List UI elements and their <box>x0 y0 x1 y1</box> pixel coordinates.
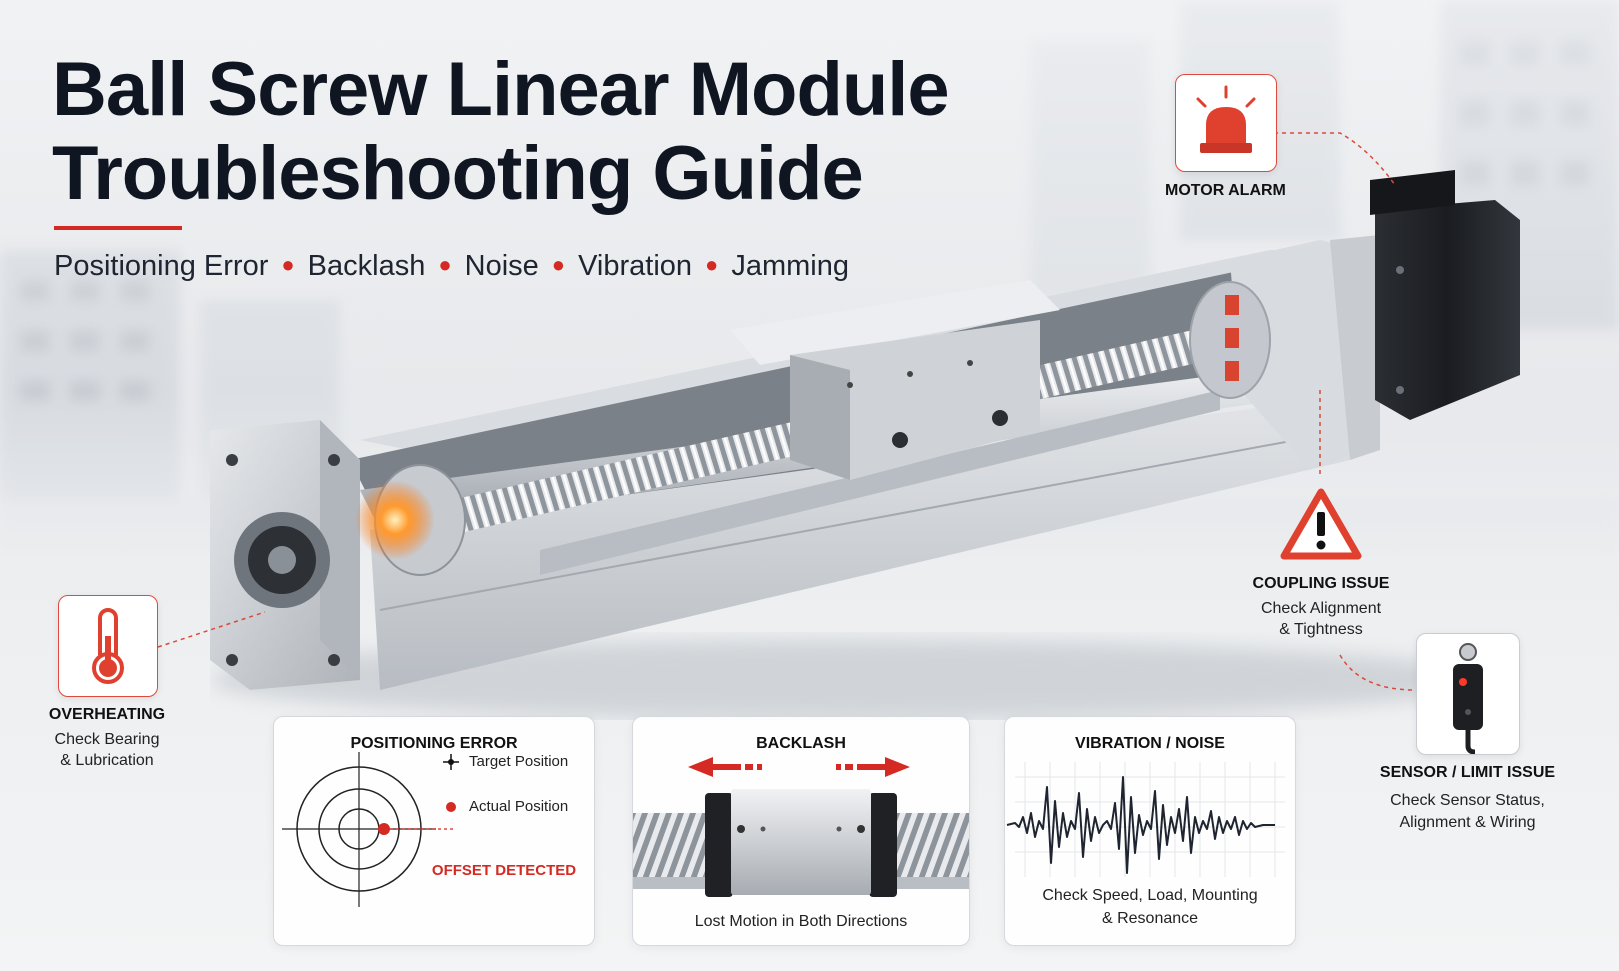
sensor-issue-title: SENSOR / LIMIT ISSUE <box>1379 764 1556 781</box>
sensor-issue-desc-2: Alignment & Wiring <box>1399 814 1536 831</box>
thermometer-icon <box>92 608 124 684</box>
proximity-sensor-icon <box>1453 643 1483 755</box>
motor-bolt <box>1396 266 1404 274</box>
page-title-line-2: Troubleshooting Guide <box>52 131 864 216</box>
page-title-line-1: Ball Screw Linear Module <box>52 47 950 132</box>
overheating-desc-2: & Lubrication <box>60 752 154 769</box>
carriage-hole <box>907 371 913 377</box>
vibration-noise-panel: VIBRATION / NOISE Check Speed, Load, Mou… <box>1004 716 1296 946</box>
coupling-issue-title: COUPLING ISSUE <box>1252 575 1390 592</box>
offset-detected-status: OFFSET DETECTED <box>431 862 577 879</box>
coupling-spider <box>1225 361 1239 381</box>
carriage-top-plate <box>730 280 1060 365</box>
end-block-side <box>320 420 360 680</box>
vibration-caption-1: Check Speed, Load, Mounting <box>1042 887 1258 904</box>
issue-list: Positioning Error ● Backlash ● Noise ● Vibrati… <box>54 250 849 283</box>
carriage-bolt <box>992 410 1008 426</box>
target-position-icon <box>443 754 459 770</box>
coupling-issue-desc-2: & Tightness <box>1279 621 1363 638</box>
backlash-panel: BACKLASH <box>632 716 970 946</box>
end-block-bolt <box>328 454 340 466</box>
issue-noise: Noise <box>464 250 539 282</box>
motor-alarm-icon-box <box>1175 74 1277 172</box>
end-block-bolt <box>226 454 238 466</box>
page-title: Ball Screw Linear Module Troubleshooting… <box>52 47 950 216</box>
module-shadow <box>210 640 1490 720</box>
overheating-icon-box <box>58 595 158 697</box>
warning-triangle-icon <box>1280 488 1362 560</box>
positioning-error-panel: POSITIONING ERROR Target Position Actual… <box>273 716 595 946</box>
bullet-dot: ● <box>438 252 452 277</box>
backlash-caption: Lost Motion in Both Directions <box>694 913 908 930</box>
end-block-bolt <box>226 654 238 666</box>
coupling-spider <box>1225 328 1239 348</box>
issue-jamming: Jamming <box>731 250 849 282</box>
backlash-title: BACKLASH <box>756 735 846 752</box>
arrow-right-icon <box>836 757 910 777</box>
inner-guide-rail <box>540 390 1220 575</box>
carriage-block <box>790 320 1040 480</box>
carriage-hole <box>967 360 973 366</box>
issue-vibration: Vibration <box>578 250 693 282</box>
servo-motor <box>1375 200 1520 420</box>
module-side-groove <box>379 429 1351 611</box>
actual-position-label: Actual Position <box>469 798 569 815</box>
motor-bolt <box>1396 386 1404 394</box>
carriage-hole <box>847 382 853 388</box>
sensor-icon-box <box>1416 633 1520 755</box>
issue-positioning-error: Positioning Error <box>54 250 269 282</box>
bullet-dot: ● <box>281 252 295 277</box>
motor-alarm-title: MOTOR ALARM <box>1165 182 1286 199</box>
bullet-dot: ● <box>551 252 566 277</box>
actual-position-icon <box>446 802 456 812</box>
target-position-label: Target Position <box>469 753 569 770</box>
linear-module-illustration <box>210 170 1520 720</box>
arrow-left-icon <box>688 757 762 777</box>
positioning-error-title: POSITIONING ERROR <box>350 735 518 752</box>
title-underline <box>54 226 182 230</box>
sensor-issue-desc-1: Check Sensor Status, <box>1390 792 1545 809</box>
vibration-caption-2: & Resonance <box>1101 910 1199 927</box>
siren-icon <box>1196 85 1256 153</box>
coupling-issue-desc-1: Check Alignment <box>1260 600 1382 617</box>
motor-flange <box>1330 235 1380 460</box>
coupling-housing <box>1230 240 1360 470</box>
vibration-waveform <box>1006 762 1285 877</box>
end-block-bolt <box>328 654 340 666</box>
issue-backlash: Backlash <box>307 250 426 282</box>
overheating-desc-1: Check Bearing <box>54 731 160 748</box>
overheating-title: OVERHEATING <box>48 706 166 723</box>
backlash-diagram <box>633 757 969 897</box>
bearing-inner <box>268 546 296 574</box>
target-diagram <box>282 752 454 907</box>
module-front-side <box>370 395 1350 690</box>
carriage-block-side <box>790 355 850 480</box>
coupling-spider <box>1225 295 1239 315</box>
overheat-glow <box>355 480 435 560</box>
bullet-dot: ● <box>705 252 719 277</box>
carriage-bolt <box>892 432 908 448</box>
vibration-noise-title: VIBRATION / NOISE <box>1075 735 1225 752</box>
